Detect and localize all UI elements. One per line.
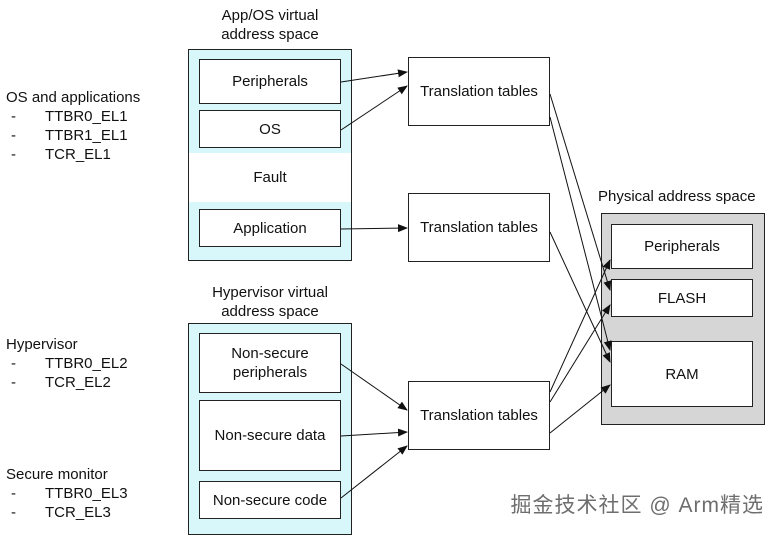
phys-peripherals-region: Peripherals (611, 224, 753, 269)
app-os-region: OS (199, 110, 341, 148)
app-fault-region: Fault (253, 169, 287, 186)
secure-monitor-register-group: Secure monitor - TTBR0_EL3 - TCR_EL3 (6, 465, 128, 522)
hypervisor-register-dash: - (11, 374, 16, 391)
secure-monitor-name: TTBR0_EL3 (45, 485, 128, 502)
secure-monitor-name: TCR_EL3 (45, 504, 111, 521)
ns-peripherals-line1: Non-secure (231, 345, 309, 362)
phys-flash-region: FLASH (611, 279, 753, 317)
ns-code-region: Non-secure code (199, 481, 341, 519)
hypervisor-space-title: Hypervisor virtual address space (180, 283, 360, 321)
os-register-item: - TCR_EL1 (6, 145, 140, 164)
watermark-text: 掘金技术社区 @ Arm精选 (510, 494, 764, 517)
hypervisor-register-item: - TCR_EL2 (6, 373, 128, 392)
os-register-name: TCR_EL1 (45, 146, 111, 163)
arrow-os-to-tt1 (340, 85, 408, 131)
app-os-title-line2: address space (221, 26, 319, 43)
os-register-item: - TTBR1_EL1 (6, 126, 140, 145)
os-register-dash: - (11, 146, 16, 163)
hypervisor-register-name: TTBR0_EL2 (45, 355, 128, 372)
hypervisor-register-heading: Hypervisor (6, 336, 78, 353)
os-register-dash: - (11, 108, 16, 125)
os-register-heading: OS and applications (6, 89, 141, 106)
hyp-title-line1: Hypervisor virtual (212, 284, 328, 301)
arrow-tt1-to-ram (549, 116, 612, 351)
app-peripherals-region: Peripherals (199, 59, 341, 104)
app-os-space-title: App/OS virtual address space (190, 6, 350, 44)
arrow-tt3-to-flash (549, 304, 611, 403)
arrow-ns-code-to-tt3 (340, 445, 408, 499)
translation-tables-app: Translation tables (408, 193, 550, 262)
hypervisor-register-group: Hypervisor - TTBR0_EL2 - TCR_EL2 (6, 335, 128, 392)
arrow-tt1-to-flash (549, 93, 612, 291)
secure-monitor-item: - TTBR0_EL3 (6, 484, 128, 503)
secure-monitor-heading: Secure monitor (6, 466, 108, 483)
ns-peripherals-line2: peripherals (232, 364, 308, 381)
os-register-name: TTBR1_EL1 (45, 127, 128, 144)
arrow-ns-data-to-tt3 (340, 428, 408, 437)
os-register-item: - TTBR0_EL1 (6, 107, 140, 126)
secure-monitor-dash: - (11, 485, 16, 502)
os-register-group: OS and applications - TTBR0_EL1 - TTBR1_EL… (6, 88, 140, 164)
os-register-dash: - (11, 127, 16, 144)
arrow-application-to-tt2 (340, 224, 408, 233)
arrow-ns-periph-to-tt3 (340, 363, 408, 411)
translation-tables-hypervisor: Translation tables (408, 381, 550, 450)
arrow-tt2-to-ram (549, 231, 611, 363)
arrow-tt3-to-ram (549, 384, 611, 434)
app-os-title-line1: App/OS virtual (221, 7, 319, 24)
hypervisor-register-name: TCR_EL2 (45, 374, 111, 391)
os-register-name: TTBR0_EL1 (45, 108, 128, 125)
app-application-region: Application (199, 209, 341, 247)
physical-space-title: Physical address space (598, 188, 756, 205)
arrow-tt3-to-peripherals (549, 259, 611, 393)
hypervisor-register-dash: - (11, 355, 16, 372)
arrow-peripherals-to-tt1 (340, 69, 408, 83)
ns-peripherals-region: Non-secure peripherals (199, 333, 341, 393)
secure-monitor-dash: - (11, 504, 16, 521)
secure-monitor-item: - TCR_EL3 (6, 503, 128, 522)
translation-tables-os: Translation tables (408, 57, 550, 126)
ns-data-region: Non-secure data (199, 400, 341, 471)
hypervisor-register-item: - TTBR0_EL2 (6, 354, 128, 373)
hyp-title-line2: address space (221, 303, 319, 320)
phys-ram-region: RAM (611, 341, 753, 407)
